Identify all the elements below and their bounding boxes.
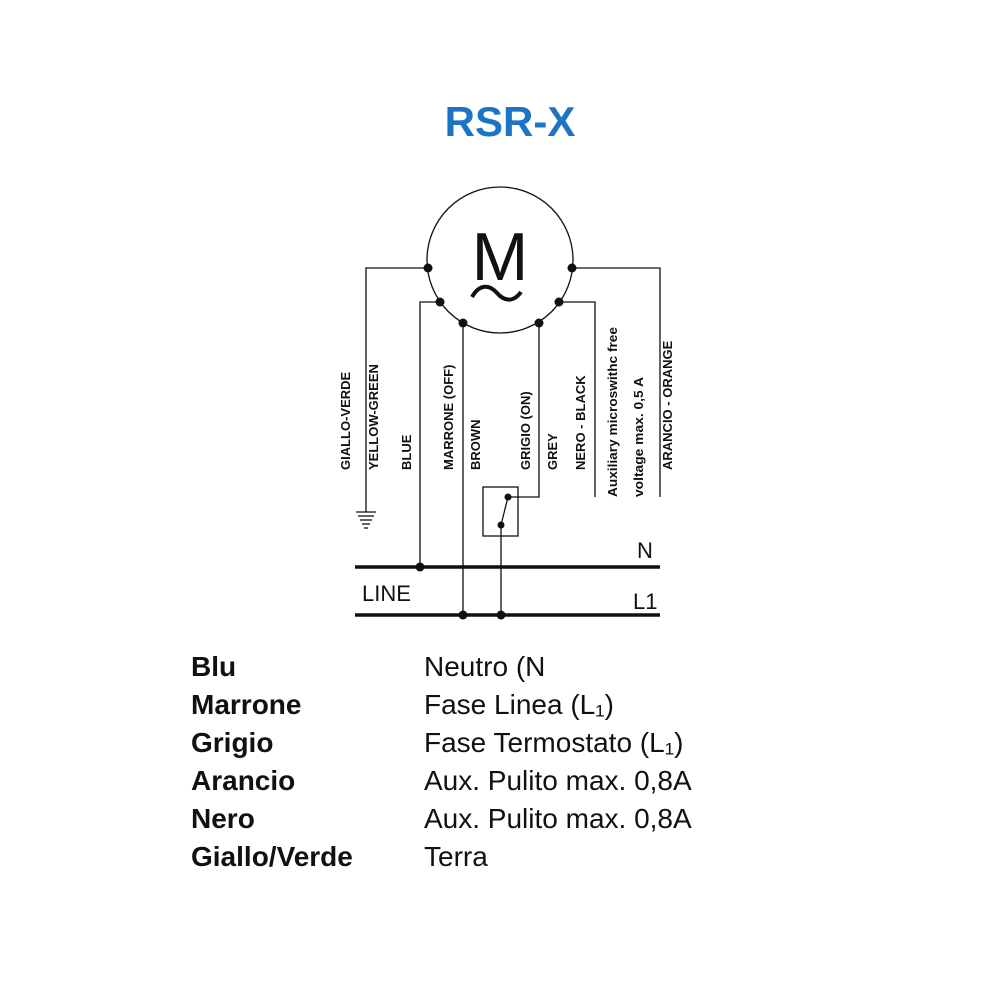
label-marrone-off: MARRONE (OFF) xyxy=(441,365,456,470)
label-yellow-green: YELLOW-GREEN xyxy=(366,364,381,470)
switch-blade xyxy=(500,496,509,526)
legend-desc: Fase Linea (L₁) xyxy=(424,689,614,720)
l1-label: L1 xyxy=(633,589,657,614)
legend-color: Grigio xyxy=(191,727,274,758)
legend-desc: Neutro (N xyxy=(424,651,546,682)
legend-color: Giallo/Verde xyxy=(191,841,353,872)
legend-row: Giallo/Verde Terra xyxy=(191,840,692,878)
motor-letter: M xyxy=(472,219,529,295)
ac-symbol-icon xyxy=(470,284,523,302)
label-arancio-orange: ARANCIO - ORANGE xyxy=(660,340,675,470)
legend-row: Blu Neutro (N xyxy=(191,650,692,688)
ground-icon xyxy=(356,511,376,529)
wire-orange xyxy=(572,267,661,497)
n-label: N xyxy=(637,538,653,563)
label-nero-black: NERO - BLACK xyxy=(573,375,588,470)
label-blue: BLUE xyxy=(399,434,414,470)
motor-circle xyxy=(426,186,574,334)
legend-desc: Terra xyxy=(424,841,488,872)
line-label: LINE xyxy=(362,581,411,606)
legend-row: Arancio Aux. Pulito max. 0,8A xyxy=(191,764,692,802)
legend-color: Marrone xyxy=(191,689,302,720)
wire-black xyxy=(559,301,596,497)
label-aux-line2: voltage max. 0,5 A xyxy=(631,376,646,497)
legend-desc: Fase Termostato (L₁) xyxy=(424,727,684,758)
label-giallo-verde: GIALLO-VERDE xyxy=(338,371,353,470)
wire-color-legend: Blu Neutro (N Marrone Fase Linea (L₁) Grig… xyxy=(191,650,692,878)
label-grigio-on: GRIGIO (ON) xyxy=(518,391,533,470)
legend-color: Nero xyxy=(191,803,255,834)
label-aux-line1: Auxiliary microswithc free xyxy=(605,327,620,497)
legend-desc: Aux. Pulito max. 0,8A xyxy=(424,765,692,796)
wire-blue xyxy=(419,301,440,567)
legend-row: Grigio Fase Termostato (L₁) xyxy=(191,726,692,764)
legend-color: Blu xyxy=(191,651,237,682)
junction-dots xyxy=(415,263,577,620)
wire-yellow-green xyxy=(365,267,428,512)
label-grey: GREY xyxy=(545,433,560,470)
diagram-title: RSR-X xyxy=(444,98,576,145)
legend-color: Arancio xyxy=(191,765,296,796)
label-brown: BROWN xyxy=(468,419,483,470)
legend-row: Marrone Fase Linea (L₁) xyxy=(191,688,692,726)
legend-desc: Aux. Pulito max. 0,8A xyxy=(424,803,692,834)
legend-row: Nero Aux. Pulito max. 0,8A xyxy=(191,802,692,840)
